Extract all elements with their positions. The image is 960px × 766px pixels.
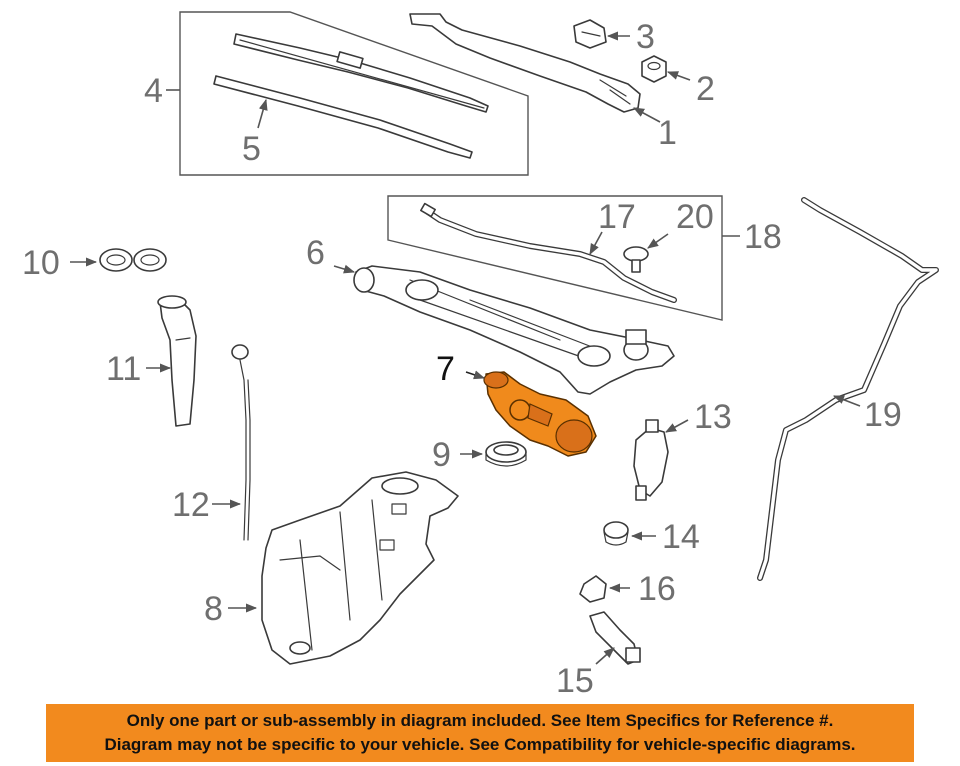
callout-18: 18: [744, 218, 782, 256]
callout-2: 2: [696, 70, 715, 108]
filler-neck-part-11: [146, 295, 197, 427]
wiper-blade-part-4: [233, 33, 489, 113]
grommet-part-9: [460, 441, 527, 467]
disclaimer-line-2: Diagram may not be specific to your vehi…: [104, 735, 856, 754]
bracket-part-16: [579, 575, 630, 603]
washer-reservoir-part-8: [228, 471, 459, 665]
cap-part-3: [573, 19, 630, 49]
level-sensor-part-12: [212, 344, 251, 541]
callout-9: 9: [432, 436, 451, 474]
wiper-arm-part-1: [409, 13, 661, 123]
callout-11: 11: [106, 350, 141, 388]
washer-hose-part-19: [757, 197, 939, 581]
callout-19: 19: [864, 396, 902, 434]
clip-part-20: [623, 233, 669, 273]
callout-16: 16: [638, 570, 676, 608]
callout-13: 13: [694, 398, 732, 436]
callout-10: 10: [22, 244, 60, 282]
callout-3: 3: [636, 18, 655, 56]
callout-15: 15: [556, 662, 594, 700]
callout-8: 8: [204, 590, 223, 628]
disclaimer-banner: Only one part or sub-assembly in diagram…: [46, 704, 914, 762]
blade-insert-part-5: [213, 75, 473, 159]
washer-pump-part-13: [633, 419, 689, 501]
grommet-part-14: [603, 521, 656, 546]
connector-part-15: [589, 611, 641, 665]
callout-5: 5: [242, 130, 261, 168]
callout-7: 7: [436, 350, 455, 388]
blade-group-box: [166, 11, 529, 176]
washer-hose-part-17: [420, 202, 677, 303]
callout-17: 17: [598, 198, 636, 236]
wiper-linkage-part-6: [333, 264, 675, 395]
callout-14: 14: [662, 518, 700, 556]
wiper-motor-part-7: [465, 370, 597, 457]
disclaimer-line-1: Only one part or sub-assembly in diagram…: [126, 711, 834, 730]
gasket-part-10: [70, 248, 167, 272]
callout-1: 1: [658, 114, 677, 152]
callout-6: 6: [306, 234, 325, 272]
hose-group-box: [387, 195, 740, 321]
callout-12: 12: [172, 486, 210, 524]
callout-20: 20: [676, 198, 714, 236]
callout-4: 4: [144, 72, 163, 110]
nut-part-2: [641, 55, 691, 83]
